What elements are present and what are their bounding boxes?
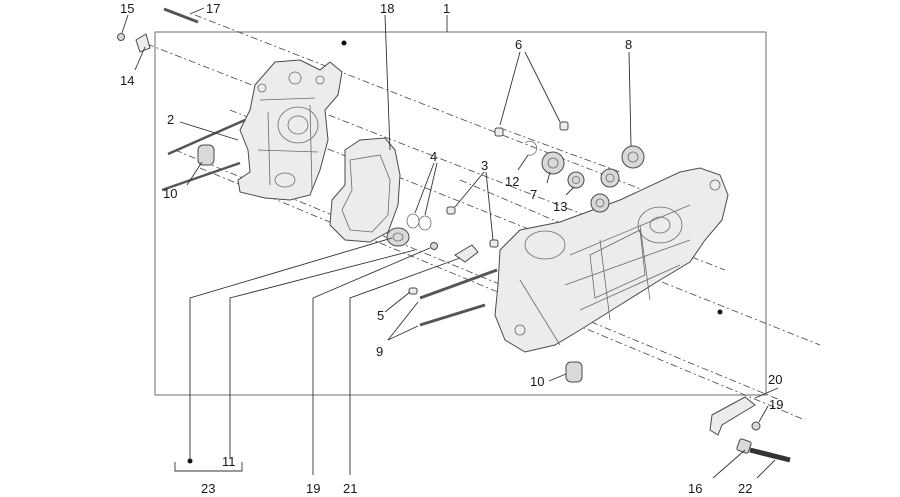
bracket [454, 244, 479, 263]
label-23: 23 [201, 481, 215, 496]
label-11: 11 [222, 454, 236, 469]
label-20: 20 [768, 372, 782, 387]
label-14: 14 [120, 73, 134, 88]
leader-lines [121, 7, 779, 479]
part-number-labels: 15 17 14 18 1 6 8 2 10 4 3 12 7 13 5 9 1… [120, 1, 783, 496]
left-studs [161, 118, 246, 192]
label-15: 15 [120, 1, 134, 16]
label-9: 9 [376, 344, 383, 359]
label-1: 1 [443, 1, 450, 16]
label-12: 12 [505, 174, 519, 189]
bolt [163, 7, 199, 24]
dowel-pins [494, 121, 569, 137]
label-18: 18 [380, 1, 394, 16]
screw [430, 242, 438, 250]
bottom-right-parts [709, 396, 791, 463]
label-8: 8 [625, 37, 632, 52]
label-6: 6 [515, 37, 522, 52]
top-left-fasteners [117, 33, 151, 53]
label-19a: 19 [306, 481, 320, 496]
left-crankcase-half [237, 59, 343, 201]
label-3: 3 [481, 158, 488, 173]
reference-dot [717, 309, 723, 315]
label-13: 13 [553, 199, 567, 214]
pump-cover [386, 227, 410, 247]
label-5: 5 [377, 308, 384, 323]
assembly-frame [154, 31, 767, 396]
label-16: 16 [688, 481, 702, 496]
label-7: 7 [530, 187, 537, 202]
right-crankcase-half [494, 167, 729, 353]
label-17: 17 [206, 1, 220, 16]
label-22: 22 [738, 481, 752, 496]
label-10a: 10 [163, 186, 177, 201]
label-21: 21 [343, 481, 357, 496]
label-4: 4 [430, 149, 437, 164]
label-19b: 19 [769, 397, 783, 412]
label-2: 2 [167, 112, 174, 127]
dowels-small [446, 206, 499, 248]
bushings [197, 144, 583, 383]
gasket [329, 137, 401, 243]
label-10b: 10 [530, 374, 544, 389]
reference-dot [341, 40, 347, 46]
circlip [524, 140, 538, 156]
studs [408, 268, 498, 327]
o-rings [406, 213, 432, 231]
bearings [541, 145, 645, 213]
